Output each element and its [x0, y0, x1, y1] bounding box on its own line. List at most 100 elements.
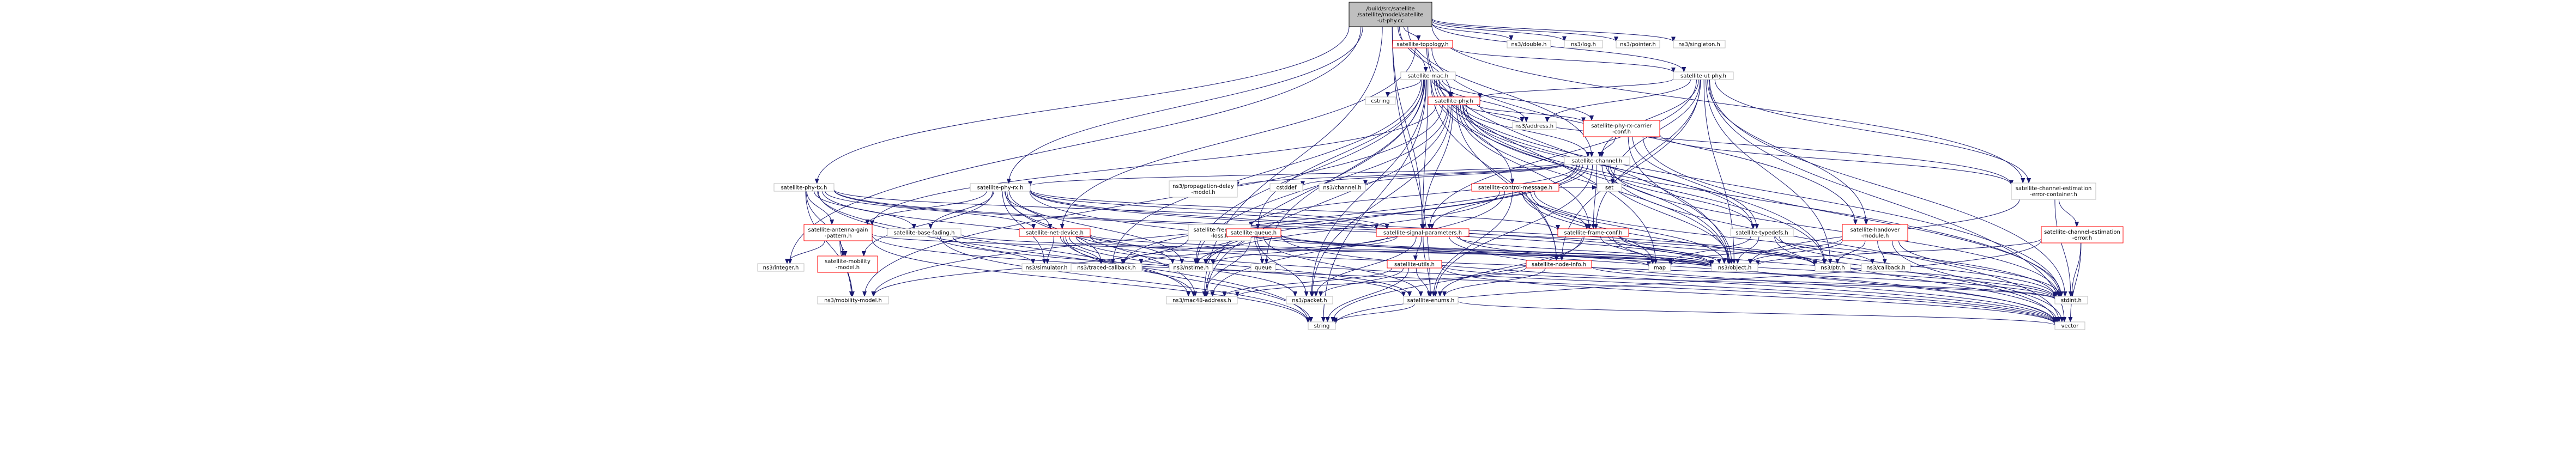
node-cstddef[interactable]: cstddef: [1269, 183, 1303, 192]
node-phy[interactable]: satellite-phy.h: [1428, 96, 1480, 105]
node-chestcontainer-label: -error-container.h: [2030, 192, 2077, 198]
edge-mac-to-stdint: [1438, 79, 2063, 297]
edge-chestcontainer-to-stdint: [2054, 199, 2073, 297]
node-controlmsg[interactable]: satellite-control-message.h: [1471, 183, 1559, 192]
edges-layer: [785, 18, 2082, 326]
node-utphy[interactable]: satellite-ut-phy.h: [1673, 71, 1734, 80]
node-framecf[interactable]: satellite-frame-conf.h: [1557, 228, 1629, 237]
node-antenna[interactable]: satellite-antenna-gain-pattern.h: [803, 224, 873, 241]
edge-mac-to-ns3mac48: [1204, 79, 1425, 297]
edge-framecf-to-string: [1331, 236, 1583, 322]
edge-phyrx-to-mobilitymodel: [861, 191, 993, 257]
node-enums[interactable]: satellite-enums.h: [1403, 296, 1459, 305]
node-root[interactable]: /build/src/satellite/satellite/model/sat…: [1349, 2, 1432, 27]
node-netdevice-label: satellite-net-device.h: [1026, 230, 1084, 236]
edge-channel-to-cstddef: [1301, 163, 1565, 187]
node-ns3traced[interactable]: ns3/traced-callback.h: [1071, 263, 1142, 272]
node-stdint[interactable]: stdint.h: [2054, 296, 2088, 305]
node-ns3nstime[interactable]: ns3/nstime.h: [1169, 263, 1213, 272]
edge-utils-to-ns3mac48: [1222, 267, 1393, 297]
node-channel[interactable]: satellite-channel.h: [1564, 156, 1630, 165]
nodes-layer: /build/src/satellite/satellite/model/sat…: [757, 2, 2124, 330]
node-ns3mobility[interactable]: ns3/mobility-model.h: [817, 296, 889, 305]
edge-mac-to-string: [1321, 79, 1427, 322]
edge-phy-to-nodeinfo: [1456, 104, 1559, 261]
node-chesterror[interactable]: satellite-channel-estimation-error.h: [2041, 226, 2124, 243]
edge-typedefs-to-ns3callback: [1775, 236, 1875, 264]
node-utils[interactable]: satellite-utils.h: [1387, 260, 1442, 269]
edge-channel-to-framecf: [1591, 164, 1598, 229]
node-freespace[interactable]: satellite-free-space-loss.h: [1188, 224, 1251, 241]
node-phyrxcarrier-label: -conf.h: [1612, 129, 1631, 135]
node-sigparams-box: [1376, 228, 1470, 237]
node-ns3mac48[interactable]: ns3/mac48-address.h: [1166, 296, 1238, 305]
edge-controlmsg-to-map: [1522, 191, 1655, 264]
node-phytx[interactable]: satellite-phy-tx.h: [773, 183, 835, 192]
edge-nodeinfo-to-enums: [1442, 267, 1546, 297]
node-channel-box: [1564, 156, 1630, 165]
node-sigparams[interactable]: satellite-signal-parameters.h: [1376, 228, 1470, 237]
edge-nodeinfo-to-stdint: [1591, 266, 2057, 300]
node-ns3pointer[interactable]: ns3/pointer.h: [1616, 40, 1660, 48]
node-ns3ptr[interactable]: ns3/ptr.h: [1815, 263, 1851, 272]
node-enums-label: satellite-enums.h: [1407, 298, 1455, 304]
edge-phyrxcarrier-to-typedefs: [1632, 136, 1759, 229]
edge-antenna-to-mobilitymodel: [840, 240, 848, 257]
edge-phy-to-ns3address: [1466, 104, 1525, 123]
node-chestcontainer[interactable]: satellite-channel-estimation-error-conta…: [2011, 182, 2096, 200]
node-ns3mobility-label: ns3/mobility-model.h: [824, 298, 882, 304]
node-ns3address-box: [1512, 121, 1557, 130]
edge-phy-to-phyrxcarrier: [1477, 104, 1586, 123]
edge-utils-to-ns3packet: [1318, 267, 1404, 297]
node-queue[interactable]: satellite-queue.h: [1226, 228, 1281, 237]
edge-root-to-sigparams: [1392, 26, 1424, 229]
node-phyrxcarrier-box: [1583, 120, 1660, 137]
node-ns3address[interactable]: ns3/address.h: [1512, 121, 1557, 130]
node-vector[interactable]: vector: [2054, 321, 2085, 330]
edge-mac-to-nodeinfo: [1430, 79, 1559, 261]
node-netdevice[interactable]: satellite-net-device.h: [1019, 228, 1091, 237]
edge-framecf-to-ns3object: [1608, 236, 1722, 264]
node-ns3object[interactable]: ns3/object.h: [1711, 263, 1758, 272]
node-root-label: -ut-phy.cc: [1377, 18, 1404, 24]
node-mac-label: satellite-mac.h: [1408, 74, 1448, 80]
edge-phyrx-to-ns3simulator: [1002, 191, 1047, 264]
edge-phy-to-ns3ptr: [1462, 104, 1827, 264]
node-netdevice-box: [1019, 228, 1091, 237]
node-ns3singleton[interactable]: ns3/singleton.h: [1673, 40, 1726, 48]
node-ns3log[interactable]: ns3/log.h: [1564, 40, 1603, 48]
node-nodeinfo[interactable]: satellite-node-info.h: [1526, 260, 1592, 269]
node-cstring[interactable]: cstring: [1365, 96, 1396, 105]
node-topology[interactable]: satellite-topology.h: [1392, 40, 1453, 48]
node-phyrxcarrier[interactable]: satellite-phy-rx-carrier-conf.h: [1583, 120, 1660, 137]
edge-antenna-to-ns3integer: [785, 240, 825, 264]
node-typedefs[interactable]: satellite-typedefs.h: [1730, 228, 1794, 237]
node-handover-box: [1842, 224, 1908, 241]
node-ns3callback[interactable]: ns3/callback.h: [1861, 263, 1911, 272]
edge-root-to-ns3log: [1431, 20, 1567, 42]
edge-utphy-to-channel: [1599, 79, 1699, 157]
node-ns3integer[interactable]: ns3/integer.h: [757, 263, 805, 272]
edge-phy-to-ns3packet: [1310, 104, 1452, 297]
edge-mac-to-ns3packet: [1309, 79, 1426, 297]
edge-antenna-to-string: [872, 239, 1310, 324]
node-ns3double[interactable]: ns3/double.h: [1507, 40, 1551, 48]
node-utphy-label: satellite-ut-phy.h: [1680, 74, 1726, 80]
node-queuestd[interactable]: queue: [1250, 263, 1276, 272]
node-map[interactable]: map: [1648, 263, 1671, 272]
node-ns3simulator[interactable]: ns3/simulator.h: [1021, 263, 1072, 272]
edge-queue-to-vector: [1280, 235, 2057, 325]
node-string[interactable]: string: [1308, 321, 1336, 330]
node-set[interactable]: set: [1597, 183, 1622, 192]
edge-antenna-to-ns3object: [872, 234, 1714, 267]
node-phyrx[interactable]: satellite-phy-rx.h: [970, 183, 1031, 192]
node-string-label: string: [1314, 324, 1330, 330]
node-ns3channel[interactable]: ns3/channel.h: [1319, 183, 1366, 192]
edge-mac-to-ns3traced: [1110, 79, 1422, 264]
node-ns3propagation[interactable]: ns3/propagation-delay-model.h: [1169, 180, 1238, 198]
node-mobilitymodel[interactable]: satellite-mobility-model.h: [817, 255, 878, 273]
node-handover[interactable]: satellite-handover-module.h: [1842, 224, 1908, 241]
node-ns3packet[interactable]: ns3/packet.h: [1286, 296, 1333, 305]
node-mac[interactable]: satellite-mac.h: [1400, 71, 1456, 80]
node-basefading[interactable]: satellite-base-fading.h: [887, 228, 962, 237]
